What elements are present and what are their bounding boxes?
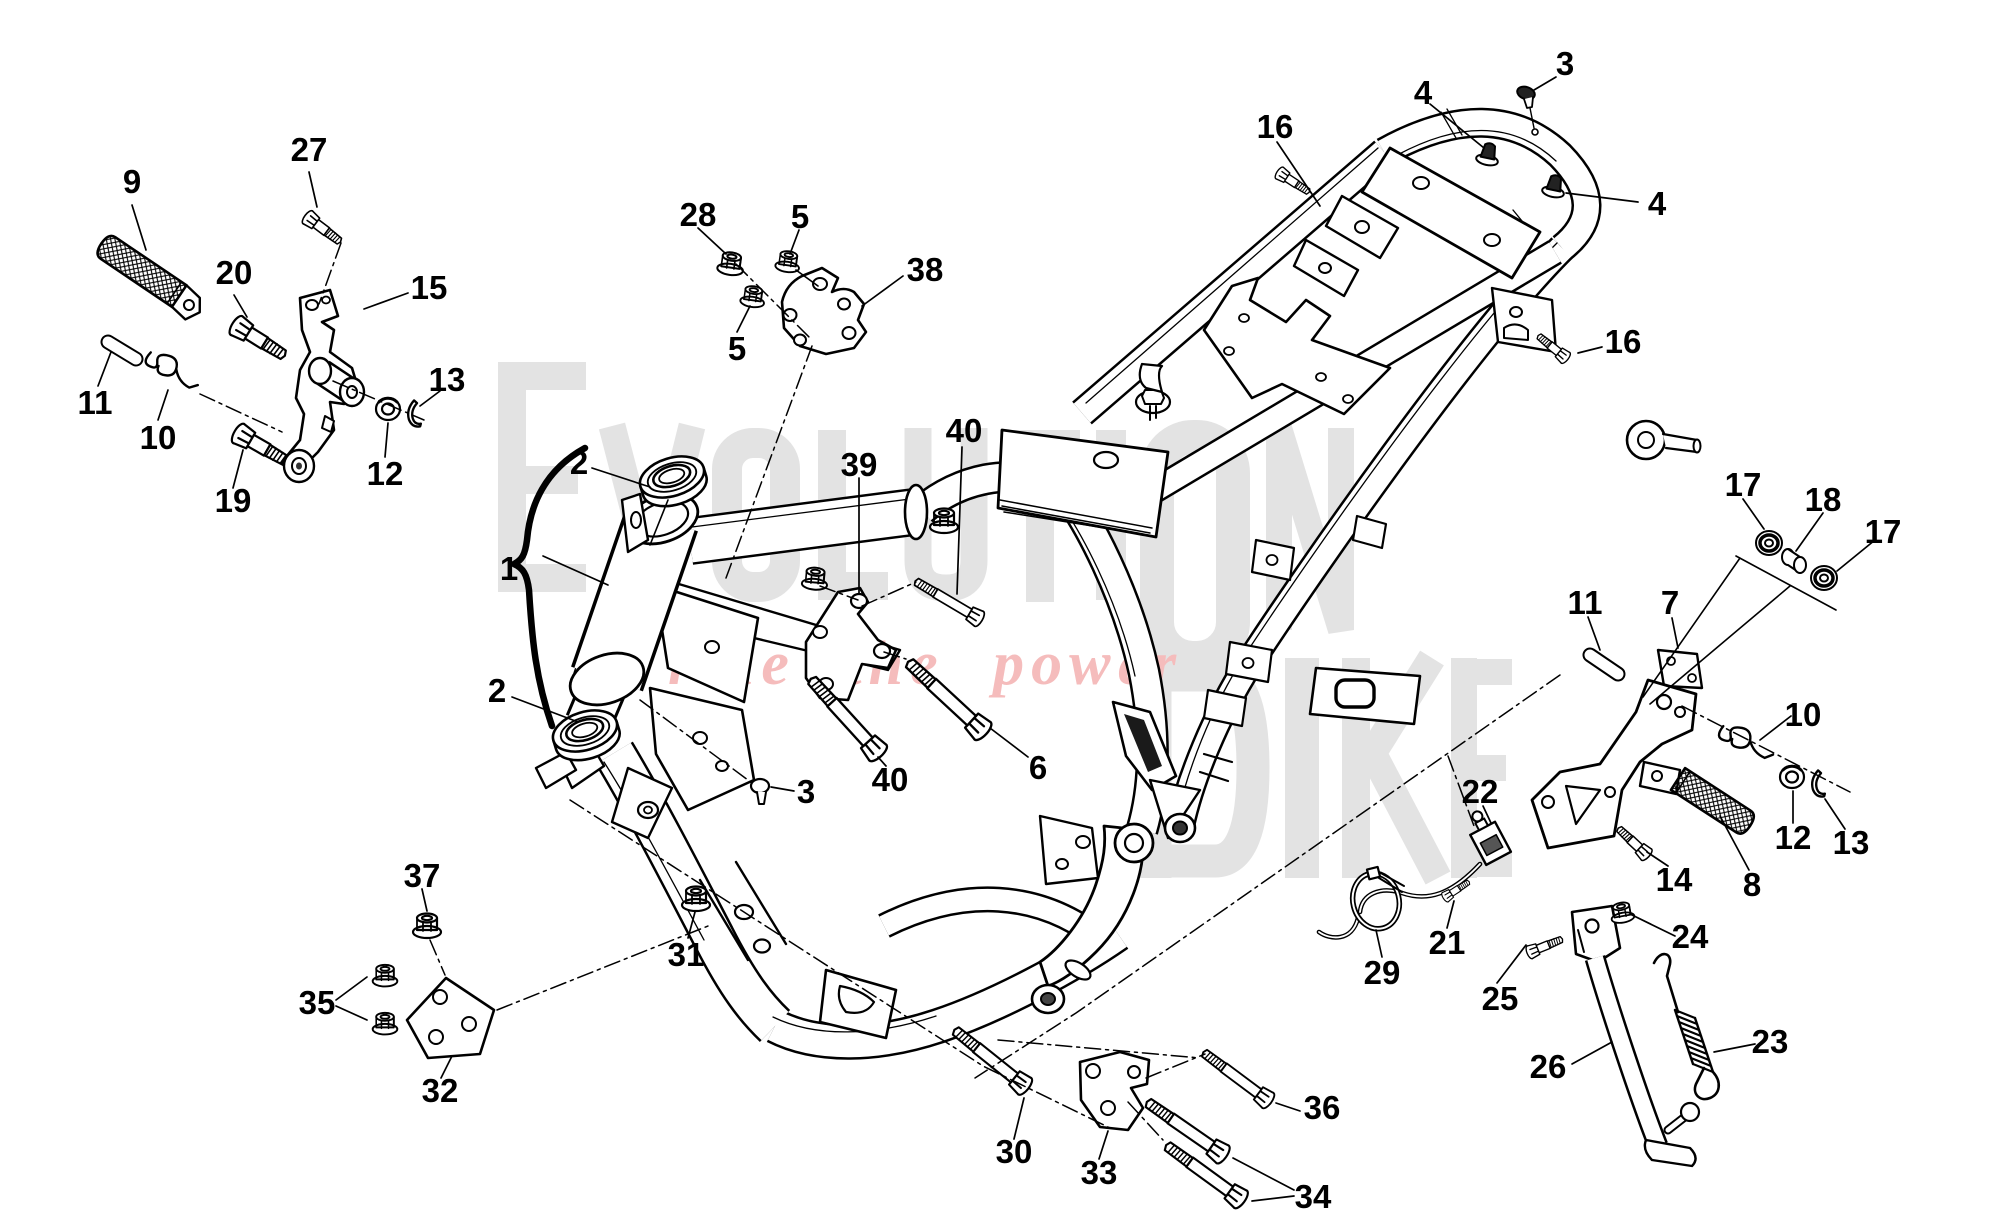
svg-text:13: 13: [429, 361, 466, 398]
svg-text:27: 27: [291, 131, 328, 168]
svg-text:11: 11: [1568, 584, 1603, 621]
svg-text:31: 31: [668, 936, 705, 973]
svg-text:22: 22: [1462, 773, 1499, 810]
svg-text:2: 2: [570, 444, 588, 481]
svg-text:13: 13: [1833, 824, 1870, 861]
svg-text:21: 21: [1429, 924, 1466, 961]
svg-text:24: 24: [1672, 918, 1709, 955]
svg-text:9: 9: [123, 163, 141, 200]
svg-text:8: 8: [1743, 866, 1761, 903]
svg-text:10: 10: [1785, 696, 1822, 733]
svg-text:5: 5: [791, 198, 809, 235]
svg-text:30: 30: [996, 1133, 1033, 1170]
svg-text:17: 17: [1725, 466, 1762, 503]
svg-text:11: 11: [78, 384, 113, 421]
svg-text:15: 15: [411, 269, 448, 306]
svg-text:29: 29: [1364, 954, 1401, 991]
svg-text:12: 12: [367, 455, 404, 492]
svg-text:34: 34: [1295, 1178, 1332, 1215]
svg-text:20: 20: [216, 254, 253, 291]
svg-text:35: 35: [299, 984, 336, 1021]
svg-text:40: 40: [872, 761, 909, 798]
svg-text:14: 14: [1656, 861, 1693, 898]
svg-text:3: 3: [797, 773, 815, 810]
svg-text:1: 1: [500, 550, 518, 587]
svg-text:39: 39: [841, 446, 878, 483]
svg-text:7: 7: [1661, 584, 1679, 621]
svg-text:2: 2: [488, 672, 506, 709]
svg-text:10: 10: [140, 419, 177, 456]
svg-text:36: 36: [1304, 1089, 1341, 1126]
svg-text:16: 16: [1257, 108, 1294, 145]
svg-text:37: 37: [404, 857, 441, 894]
svg-text:28: 28: [680, 196, 717, 233]
svg-text:26: 26: [1530, 1048, 1567, 1085]
svg-text:38: 38: [907, 251, 944, 288]
svg-text:3: 3: [1556, 45, 1574, 82]
svg-text:25: 25: [1482, 980, 1519, 1017]
svg-text:17: 17: [1865, 513, 1902, 550]
svg-text:6: 6: [1029, 749, 1047, 786]
svg-text:23: 23: [1752, 1023, 1789, 1060]
svg-text:16: 16: [1605, 323, 1642, 360]
svg-text:12: 12: [1775, 819, 1812, 856]
svg-text:40: 40: [946, 412, 983, 449]
svg-text:5: 5: [728, 330, 746, 367]
svg-text:19: 19: [215, 482, 252, 519]
svg-text:32: 32: [422, 1072, 459, 1109]
svg-text:4: 4: [1414, 74, 1433, 111]
svg-text:18: 18: [1805, 481, 1842, 518]
svg-text:33: 33: [1081, 1154, 1118, 1191]
svg-text:4: 4: [1648, 185, 1667, 222]
